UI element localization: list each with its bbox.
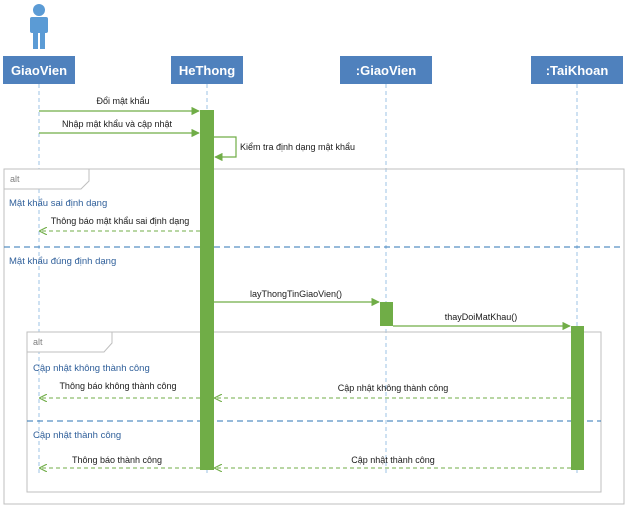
lifeline-label-giaovien-object: :GiaoVien [356, 63, 417, 78]
message-label-1: Đổi mật khẩu [96, 96, 149, 106]
activation-hethong [200, 110, 214, 470]
lifeline-header-taikhoan [531, 56, 623, 84]
lifeline-header-giaovien-actor [3, 56, 75, 84]
message-arrow-3 [214, 136, 237, 162]
message-label-10: Thông báo thành công [72, 455, 162, 465]
inner-alt-frame [26, 331, 602, 493]
inner-alt-tag: alt [33, 337, 43, 347]
lifeline-label-hethong: HeThong [179, 63, 235, 78]
message-label-2: Nhập mật khẩu và cập nhật [62, 119, 173, 129]
lifeline-header-hethong [171, 56, 243, 84]
message-label-5: layThongTinGiaoVien() [250, 289, 342, 299]
activation-taikhoan [571, 326, 584, 470]
message-label-6: thayDoiMatKhau() [445, 312, 518, 322]
outer-alt-frame [3, 168, 625, 505]
message-label-3: Kiểm tra định dạng mật khẩu [240, 142, 355, 152]
message-label-7: Cập nhật không thành công [338, 383, 449, 393]
actor-icon [30, 4, 48, 49]
inner-alt-tag-box [26, 331, 113, 353]
outer-alt-guard-1: Mật khẩu sai định dạng [9, 198, 107, 209]
message-label-9: Cập nhật thành công [351, 455, 435, 465]
outer-alt-tag-box [3, 168, 90, 190]
message-label-4: Thông báo mật khẩu sai định dạng [51, 216, 190, 226]
outer-alt-guard-2: Mật khẩu đúng định dạng [9, 256, 116, 267]
activation-giaovien-object [380, 302, 393, 326]
inner-alt-guard-1: Cập nhật không thành công [33, 363, 150, 374]
lifeline-label-taikhoan: :TaiKhoan [546, 63, 609, 78]
inner-alt-guard-2: Cập nhật thành công [33, 430, 121, 441]
lifeline-header-giaovien-object [340, 56, 432, 84]
outer-alt-tag: alt [10, 174, 20, 184]
lifeline-label-giaovien-actor: GiaoVien [11, 63, 67, 78]
message-label-8: Thông báo không thành công [59, 381, 176, 391]
